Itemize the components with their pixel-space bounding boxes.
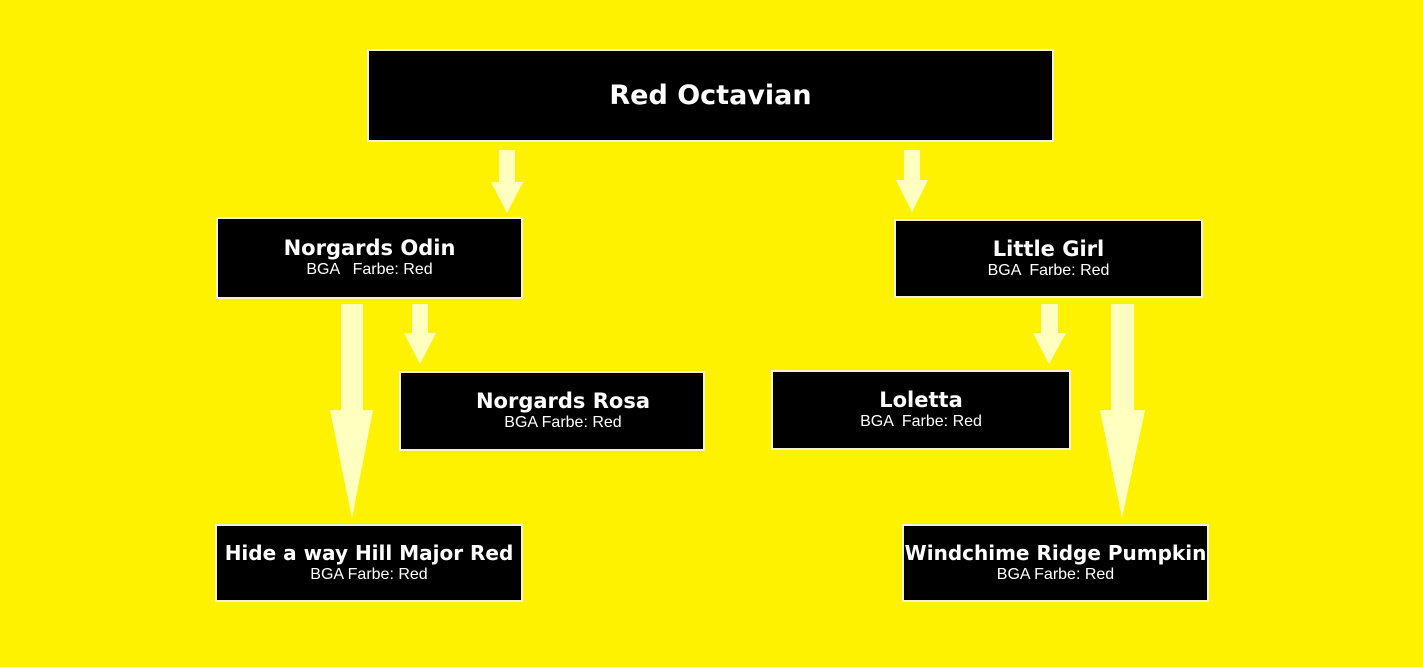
node-subtitle: BGA Farbe: Red xyxy=(310,566,428,583)
node-norgards-rosa: Norgards Rosa BGA Farbe: Red xyxy=(399,371,705,451)
node-name: Norgards Odin xyxy=(283,236,456,260)
node-name: Norgards Rosa xyxy=(475,389,651,413)
arrow-root-to-norgards-odin xyxy=(491,150,523,213)
arrow-norgards-odin-to-norgards-rosa xyxy=(404,304,436,364)
node-subtitle: BGA Farbe: Red xyxy=(996,566,1115,583)
arrow-norgards-odin-to-hide-a-way-hill xyxy=(330,304,373,518)
node-loletta: Loletta BGA Farbe: Red xyxy=(771,370,1071,450)
node-name: Hide a way Hill Major Red xyxy=(224,541,514,565)
arrow-root-to-little-girl xyxy=(896,150,928,212)
node-subtitle: BGA Farbe: Red xyxy=(987,261,1110,279)
node-name: Little Girl xyxy=(992,236,1105,261)
arrow-little-girl-to-loletta xyxy=(1033,304,1066,364)
node-name: Loletta xyxy=(879,388,963,412)
node-name: Windchime Ridge Pumpkin xyxy=(904,541,1207,565)
arrow-little-girl-to-windchime-ridge xyxy=(1100,304,1145,518)
node-subtitle: BGA Farbe: Red xyxy=(860,413,982,430)
node-red-octavian: Red Octavian xyxy=(367,49,1054,142)
node-subtitle: BGA Farbe: Red xyxy=(504,414,622,431)
node-subtitle: BGA Farbe: Red xyxy=(306,261,433,278)
node-name: Red Octavian xyxy=(609,79,812,111)
node-norgards-odin: Norgards Odin BGA Farbe: Red xyxy=(216,217,523,299)
node-hide-a-way-hill-major-red: Hide a way Hill Major Red BGA Farbe: Red xyxy=(215,524,523,602)
node-windchime-ridge-pumpkin: Windchime Ridge Pumpkin BGA Farbe: Red xyxy=(902,524,1209,602)
node-little-girl: Little Girl BGA Farbe: Red xyxy=(894,219,1203,298)
